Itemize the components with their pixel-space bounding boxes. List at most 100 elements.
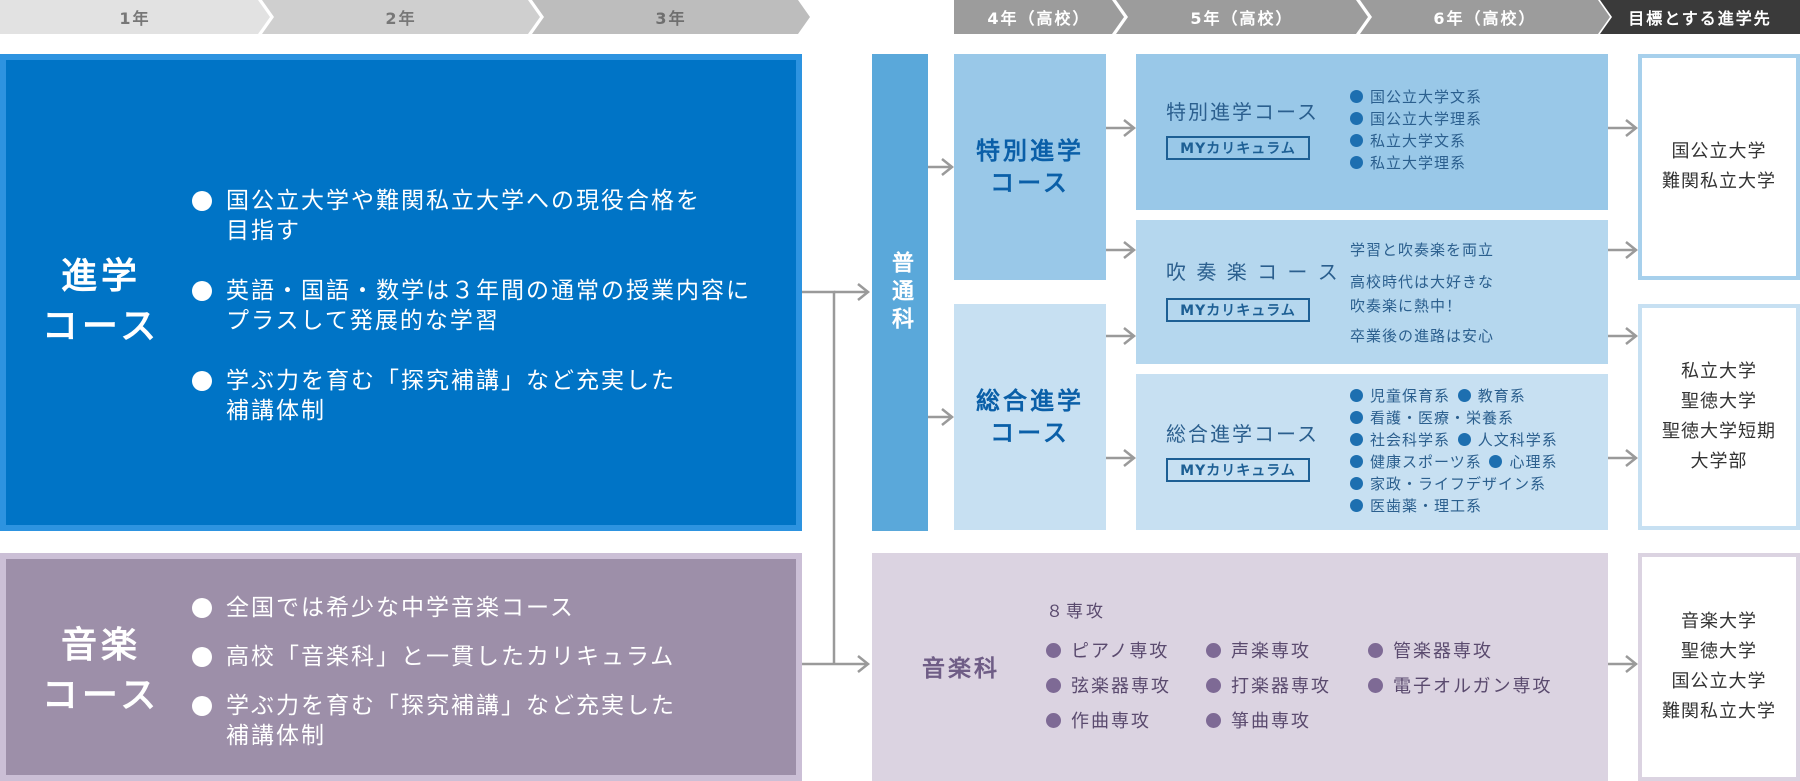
suisougaku-desc: 卒業後の進路は安心 [1350, 327, 1495, 345]
major-item: 声楽専攻 [1206, 637, 1311, 663]
ongaku-point: 学ぶ力を育む「探究補講」など充実した 補講体制 [192, 691, 792, 751]
arrow-head-icon [1625, 327, 1639, 345]
major-item: 管楽器専攻 [1368, 637, 1493, 663]
suisougaku-desc: 学習と吹奏楽を両立 [1350, 241, 1495, 259]
bullet-dot-icon [192, 598, 212, 618]
arrow-head-icon [1123, 327, 1137, 345]
bullet-dot-icon [192, 371, 212, 391]
arrow-head-icon [941, 158, 955, 176]
major-item: ピアノ専攻 [1046, 637, 1169, 663]
list-item: 児童保育系 教育系 [1350, 385, 1558, 407]
bullet-dot-icon [1206, 643, 1221, 658]
grade56-tokubetsu-box: 特別進学コース MYカリキュラム 国公立大学文系 国公立大学理系 私立大学文系 … [1136, 54, 1608, 210]
shingaku-point: 学ぶ力を育む「探究補講」など充実した 補講体制 [192, 366, 792, 426]
bullet-dot-icon [1350, 156, 1363, 169]
bullet-dot-icon [1046, 678, 1061, 693]
sogo-course-name: 総合進学コース [1166, 422, 1319, 446]
bullet-dot-icon [1457, 433, 1471, 446]
bullet-dot-icon [1046, 713, 1061, 728]
list-item: 私立大学理系 [1350, 152, 1482, 174]
header-destination: 目標とする進学先 [1600, 0, 1800, 34]
bullet-dot-icon [192, 191, 212, 211]
grade56-suisougaku-box: 吹 奏 楽 コ ー ス MYカリキュラム 学習と吹奏楽を両立 高校時代は大好きな… [1136, 220, 1608, 364]
tokubetsu-course-name: 特別進学コース [1166, 100, 1319, 124]
major-item: 弦楽器専攻 [1046, 672, 1171, 698]
arrow-head-icon [1123, 449, 1137, 467]
list-item: 家政・ライフデザイン系 [1350, 473, 1558, 495]
shingaku-point: 英語・国語・数学は３年間の通常の授業内容に プラスして発展的な学習 [192, 276, 792, 336]
list-item: 医歯薬・理工系 [1350, 495, 1558, 517]
grade4-tokubetsu-box: 特別進学 コース [954, 54, 1106, 280]
bullet-dot-icon [1350, 134, 1363, 147]
arrow-head-icon [857, 283, 871, 301]
arrow-head-icon [1123, 119, 1137, 137]
major-item: 作曲専攻 [1046, 707, 1151, 733]
bullet-dot-icon [1046, 643, 1061, 658]
bullet-dot-icon [1350, 389, 1363, 402]
suisougaku-desc: 高校時代は大好きな 吹奏楽に熱中！ [1350, 273, 1495, 315]
bullet-dot-icon [1350, 499, 1363, 512]
connector-line [802, 290, 836, 664]
bullet-dot-icon [1350, 455, 1363, 468]
shingaku-points: 国公立大学や難関私立大学への現役合格を 目指す 英語・国語・数学は３年間の通常の… [192, 186, 792, 426]
list-item: 健康スポーツ系 心理系 [1350, 451, 1558, 473]
my-curriculum-badge: MYカリキュラム [1166, 458, 1310, 482]
ongaku-point: 全国では希少な中学音楽コース [192, 593, 792, 623]
destination-box-sogo: 私立大学 聖徳大学 聖徳大学短期 大学部 [1638, 304, 1800, 530]
list-item: 私立大学文系 [1350, 130, 1482, 152]
arrow-head-icon [1123, 241, 1137, 259]
header-year-4: 4年（高校） [954, 0, 1124, 34]
my-curriculum-badge: MYカリキュラム [1166, 136, 1310, 160]
bullet-dot-icon [1350, 411, 1363, 424]
suisougaku-course-name: 吹 奏 楽 コ ー ス [1166, 260, 1340, 284]
major-item: 電子オルガン専攻 [1368, 672, 1552, 698]
grade4-sogo-box: 総合進学 コース [954, 304, 1106, 530]
arrow-head-icon [857, 655, 871, 673]
list-item: 国公立大学理系 [1350, 108, 1482, 130]
futsuka-label: 普通科 [888, 250, 913, 335]
bullet-dot-icon [1457, 389, 1471, 402]
tokubetsu-track-list: 国公立大学文系 国公立大学理系 私立大学文系 私立大学理系 [1350, 86, 1482, 174]
header-year-2: 2年 [262, 0, 540, 34]
bullet-dot-icon [1206, 713, 1221, 728]
arrow-head-icon [1625, 655, 1639, 673]
arrow-head-icon [941, 408, 955, 426]
destination-label: 国公立大学 難関私立大学 [1662, 141, 1776, 192]
destination-box-tokubetsu: 国公立大学 難関私立大学 [1638, 54, 1800, 280]
bullet-dot-icon [1489, 455, 1503, 468]
bullet-dot-icon [1206, 678, 1221, 693]
bullet-dot-icon [192, 647, 212, 667]
header-year-3: 3年 [532, 0, 810, 34]
destination-label: 音楽大学 聖徳大学 国公立大学 難関私立大学 [1662, 611, 1776, 722]
ongaku-course-title: 音楽 コース [41, 625, 161, 716]
list-item: 社会科学系 人文科学系 [1350, 429, 1558, 451]
ongaku-point: 高校「音楽科」と一貫したカリキュラム [192, 642, 792, 672]
music-department-label: 音楽科 [922, 656, 1000, 682]
grade56-sogo-box: 総合進学コース MYカリキュラム 児童保育系 教育系 看護・医療・栄養系 社会科… [1136, 374, 1608, 530]
destination-box-music: 音楽大学 聖徳大学 国公立大学 難関私立大学 [1638, 553, 1800, 781]
shingaku-point: 国公立大学や難関私立大学への現役合格を 目指す [192, 186, 792, 246]
header-year-6: 6年（高校） [1360, 0, 1610, 34]
list-item: 国公立大学文系 [1350, 86, 1482, 108]
bullet-dot-icon [1350, 477, 1363, 490]
bullet-dot-icon [192, 696, 212, 716]
major-item: 打楽器専攻 [1206, 672, 1331, 698]
bullet-dot-icon [1350, 90, 1363, 103]
bullet-dot-icon [1350, 433, 1363, 446]
arrow-head-icon [1625, 241, 1639, 259]
shingaku-course-box: 進学 コース 国公立大学や難関私立大学への現役合格を 目指す 英語・国語・数学は… [0, 54, 802, 531]
shingaku-course-title: 進学 コース [41, 256, 161, 347]
destination-label: 私立大学 聖徳大学 聖徳大学短期 大学部 [1662, 361, 1776, 472]
bullet-dot-icon [1368, 643, 1383, 658]
list-item: 看護・医療・栄養系 [1350, 407, 1558, 429]
sogo-track-list: 児童保育系 教育系 看護・医療・栄養系 社会科学系 人文科学系 健康スポーツ系 … [1350, 385, 1558, 517]
arrow-head-icon [1625, 449, 1639, 467]
music-department-box: 音楽科 ８専攻 ピアノ専攻 声楽専攻 管楽器専攻 弦楽器専攻 打楽器専攻 電子オ… [872, 553, 1608, 781]
major-item: 箏曲専攻 [1206, 707, 1311, 733]
header-year-5: 5年（高校） [1116, 0, 1368, 34]
arrow-head-icon [1625, 119, 1639, 137]
header-year-1: 1年 [0, 0, 270, 34]
major-count: ８専攻 [1046, 602, 1106, 622]
ongaku-points: 全国では希少な中学音楽コース 高校「音楽科」と一貫したカリキュラム 学ぶ力を育む… [192, 593, 792, 751]
bullet-dot-icon [1368, 678, 1383, 693]
